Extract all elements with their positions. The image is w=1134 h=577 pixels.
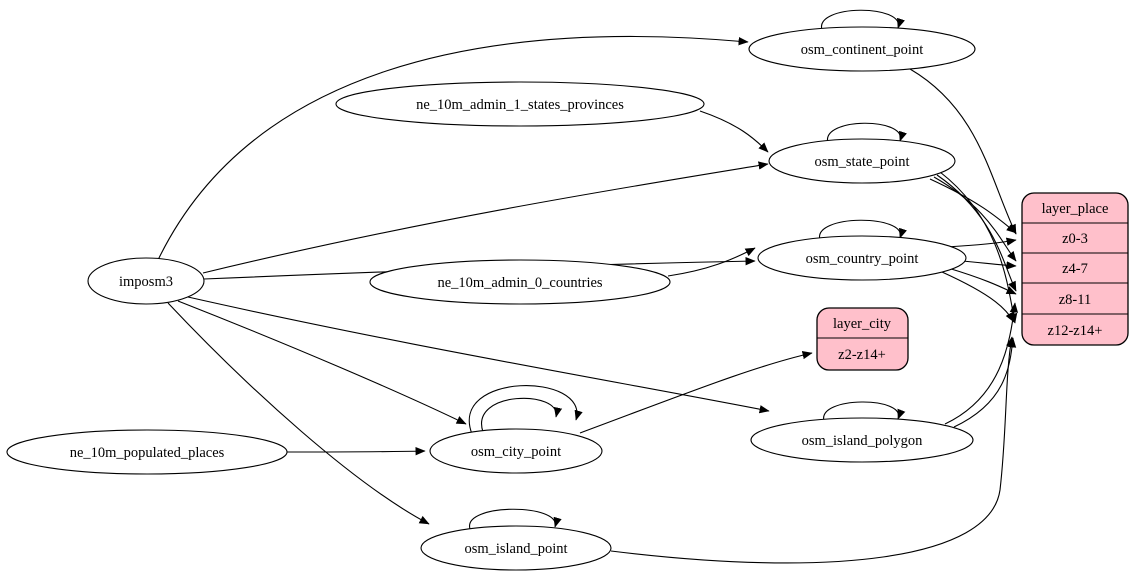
edge-island-point-z12-z14 <box>610 336 1015 564</box>
self-loop-state <box>827 122 907 144</box>
imposm3-label: imposm3 <box>119 274 173 290</box>
osm-continent-label: osm_continent_point <box>801 42 923 58</box>
osm-country-label: osm_country_point <box>806 251 919 267</box>
self-loop-island-point <box>469 508 562 530</box>
node-ne-10m-admin-1-states-provinces: ne_10m_admin_1_states_provinces <box>335 81 705 127</box>
node-ne-10m-admin-0-countries: ne_10m_admin_0_countries <box>369 259 671 305</box>
self-loop-city-inner <box>481 397 563 433</box>
ne-places-ellipse <box>6 429 288 475</box>
layer-place-row-z8-11: z8-11 <box>1059 292 1091 308</box>
edge-ne-countries-country <box>667 247 756 277</box>
edge-group <box>157 9 1019 564</box>
node-osm-city-point: osm_city_point <box>429 428 603 474</box>
osm-island-polygon-ellipse <box>750 417 974 463</box>
layer-place-box <box>1021 192 1129 346</box>
edge-state-z0-3 <box>929 178 1017 234</box>
osm-island-polygon-label: osm_island_polygon <box>802 433 924 449</box>
edge-imposm3-island-polygon <box>187 296 770 414</box>
edge-ne-places-city <box>286 447 426 456</box>
layer-place-row-z0-3: z0-3 <box>1062 231 1088 247</box>
node-osm-island-point: osm_island_point <box>420 525 612 571</box>
self-loop-continent <box>821 9 905 31</box>
edge-country-z0-3 <box>945 237 1017 248</box>
edge-island-polygon-z8-11 <box>944 302 1019 425</box>
self-loop-city-outer <box>468 385 583 435</box>
node-imposm3: imposm3 <box>87 257 205 305</box>
edge-imposm3-city <box>177 300 467 425</box>
layer-city-row-z2-z14: z2-z14+ <box>838 347 886 363</box>
layer-city-title: layer_city <box>833 316 892 332</box>
record-layer-city: layer_city z2-z14+ <box>816 307 909 371</box>
ne-places-label: ne_10m_populated_places <box>70 445 225 461</box>
self-loop-island-polygon <box>823 401 906 422</box>
layer-place-title: layer_place <box>1042 201 1109 217</box>
osm-city-ellipse <box>429 428 603 474</box>
imposm3-ellipse <box>87 257 205 305</box>
osm-city-label: osm_city_point <box>471 444 561 460</box>
record-layer-place: layer_place z0-3 z4-7 z8-11 z12-z14+ <box>1021 192 1129 346</box>
node-osm-continent-point: osm_continent_point <box>748 26 976 72</box>
osm-continent-ellipse <box>748 26 976 72</box>
edge-ne-states-state <box>699 110 769 153</box>
edge-state-z8-11 <box>936 174 1017 292</box>
node-osm-country-point: osm_country_point <box>757 235 967 281</box>
node-osm-state-point: osm_state_point <box>768 138 956 184</box>
ne-countries-label: ne_10m_admin_0_countries <box>437 275 602 291</box>
ne-countries-ellipse <box>369 259 671 305</box>
layer-place-row-z12-z14: z12-z14+ <box>1048 323 1103 339</box>
layer-city-box <box>816 307 909 371</box>
node-ne-10m-populated-places: ne_10m_populated_places <box>6 429 288 475</box>
edge-imposm3-island-point <box>167 302 430 525</box>
osm-island-point-ellipse <box>420 525 612 571</box>
osm-state-label: osm_state_point <box>814 154 909 170</box>
osm-country-ellipse <box>757 235 967 281</box>
edge-imposm3-state <box>202 161 769 274</box>
node-group: imposm3 ne_10m_admin_1_states_provinces … <box>6 26 976 571</box>
ne-states-label: ne_10m_admin_1_states_provinces <box>416 97 624 113</box>
edge-imposm3-continent <box>157 35 749 261</box>
osm-state-ellipse <box>768 138 956 184</box>
self-loop-country <box>819 219 907 241</box>
node-osm-island-polygon: osm_island_polygon <box>750 417 974 463</box>
layer-place-row-z4-7: z4-7 <box>1062 261 1088 277</box>
edge-continent-z0-3 <box>909 68 1017 235</box>
ne-states-ellipse <box>335 81 705 127</box>
edge-city-layer-city <box>579 351 813 434</box>
osm-island-point-label: osm_island_point <box>464 541 567 557</box>
edge-state-z4-7 <box>933 176 1017 262</box>
edge-country-z12-z14 <box>941 271 1015 323</box>
edge-country-z8-11 <box>947 267 1017 295</box>
edge-island-polygon-z12-z14 <box>953 337 1017 428</box>
